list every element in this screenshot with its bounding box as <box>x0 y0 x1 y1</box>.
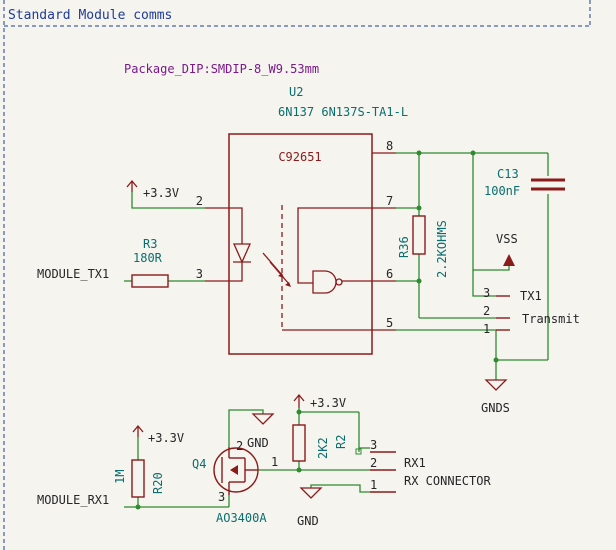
capacitor-c13[interactable]: C13 100nF <box>484 167 565 198</box>
sheet-frame: Standard Module comms <box>3 0 591 550</box>
rx-pin-2: 2 <box>370 456 377 470</box>
rx-pin-1: 1 <box>370 478 377 492</box>
rx-signal: RX1 <box>404 456 426 470</box>
nand-gate-icon <box>297 207 372 294</box>
r3-value: 180R <box>133 251 163 265</box>
q4-pin-gate: 3 <box>218 490 225 504</box>
gnd-label-q4: GND <box>247 436 269 450</box>
u2-pin-7: 7 <box>386 194 393 208</box>
vcc-label-rx-gate: +3.3V <box>148 431 184 445</box>
sheet-title: Standard Module comms <box>8 8 172 23</box>
vcc-symbol-rx-gate: +3.3V <box>132 424 184 445</box>
gnd-label-conn: GND <box>297 514 319 528</box>
transmit-pin-1: 1 <box>483 322 490 336</box>
q4-pin-source: 1 <box>271 455 278 469</box>
rx-connector[interactable]: 3 2 1 RX1 RX CONNECTOR <box>355 438 491 493</box>
r36-ref: R36 <box>397 236 411 258</box>
gnd-symbol-q4: GND <box>247 413 275 450</box>
r2-value: 2K2 <box>316 437 330 459</box>
u2-pin-5: 5 <box>386 316 393 330</box>
led-icon <box>229 207 290 285</box>
vcc-symbol-tx: +3.3V <box>126 179 179 200</box>
c13-value: 100nF <box>484 184 520 198</box>
vss-symbol: VSS <box>496 232 518 266</box>
transmit-name: Transmit <box>522 312 580 326</box>
r36-value: 2.2KOHMS <box>435 220 449 278</box>
junctions <box>135 150 499 510</box>
optocoupler-u2[interactable]: 2 3 5 6 7 8 C92651 <box>196 133 396 355</box>
u2-value: 6N137 6N137S-TA1-L <box>278 105 408 119</box>
gnd-symbol-conn: GND <box>297 487 323 528</box>
mosfet-q4[interactable]: 2 3 1 Q4 AO3400A <box>192 439 278 525</box>
u2-package: Package_DIP:SMDIP-8_W9.53mm <box>124 62 319 76</box>
vcc-label-tx: +3.3V <box>143 186 179 200</box>
r3-ref: R3 <box>143 237 157 251</box>
q4-pin-drain: 2 <box>236 439 243 453</box>
resistor-r36[interactable]: R36 2.2KOHMS <box>397 215 449 278</box>
vss-label: VSS <box>496 232 518 246</box>
q4-value: AO3400A <box>216 511 267 525</box>
u2-pin-2: 2 <box>196 194 203 208</box>
resistor-r2[interactable]: 2K2 R2 <box>292 424 348 462</box>
r2-ref: R2 <box>334 435 348 449</box>
net-label-module-tx: MODULE_TX1 <box>37 267 109 281</box>
net-label-module-rx: MODULE_RX1 <box>37 493 109 507</box>
c13-ref: C13 <box>497 167 519 181</box>
resistor-r3[interactable]: R3 180R <box>131 237 169 288</box>
transmit-pin-2: 2 <box>483 304 490 318</box>
resistor-r20[interactable]: R20 1M <box>113 459 165 498</box>
transmit-signal: TX1 <box>520 289 542 303</box>
vcc-symbol-rx-r2: +3.3V <box>293 393 346 410</box>
gnds-symbol: GNDS <box>481 379 510 415</box>
rx-name: RX CONNECTOR <box>404 474 491 488</box>
u2-ref: U2 <box>289 85 303 99</box>
u2-marking: C92651 <box>278 150 321 164</box>
r20-ref: R20 <box>151 472 165 494</box>
q4-ref: Q4 <box>192 457 206 471</box>
transmit-connector[interactable]: 3 2 1 TX1 Transmit <box>483 286 580 336</box>
u2-pin-8: 8 <box>386 139 393 153</box>
u2-pin-6: 6 <box>386 267 393 281</box>
gnds-label: GNDS <box>481 401 510 415</box>
vcc-label-rx-r2: +3.3V <box>310 396 346 410</box>
transmit-pin-3: 3 <box>483 286 490 300</box>
rx-pin-3: 3 <box>370 438 377 452</box>
u2-pin-3: 3 <box>196 267 203 281</box>
r20-value: 1M <box>113 470 127 484</box>
